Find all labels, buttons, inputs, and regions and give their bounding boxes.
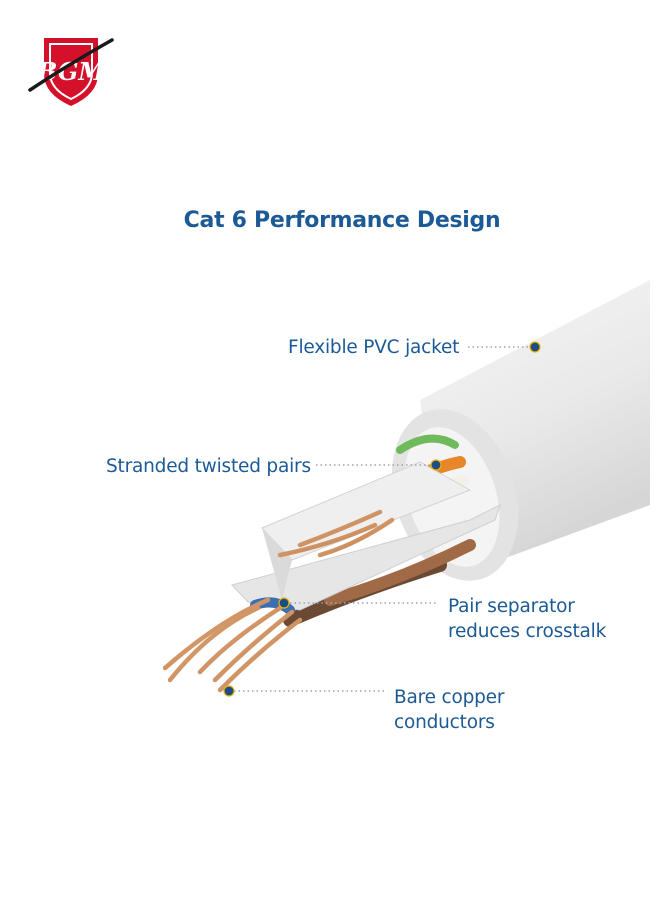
marker-jacket	[529, 341, 541, 353]
page-title: Cat 6 Performance Design	[183, 208, 501, 233]
callout-copper-line1: Bare copper	[394, 687, 505, 708]
copper-strands	[162, 509, 395, 693]
callout-jacket-label: Flexible PVC jacket	[288, 337, 460, 358]
callout-separator-label: Pair separator reduces crosstalk	[448, 594, 606, 644]
marker-separator	[278, 597, 290, 609]
callout-copper-line2: conductors	[394, 712, 495, 733]
brown-white-pair	[324, 539, 476, 606]
callout-separator-line2: reduces crosstalk	[448, 621, 607, 642]
green-pair	[396, 434, 459, 454]
callout-pairs-label: Stranded twisted pairs	[106, 456, 311, 477]
callout-copper-label: Bare copper conductors	[394, 685, 504, 735]
callout-separator-line1: Pair separator	[448, 596, 575, 617]
callout-markers	[223, 341, 541, 697]
marker-copper	[223, 685, 235, 697]
bgm-logo: BGM	[28, 38, 114, 106]
marker-pairs	[430, 459, 442, 471]
pair-separator	[231, 504, 501, 611]
